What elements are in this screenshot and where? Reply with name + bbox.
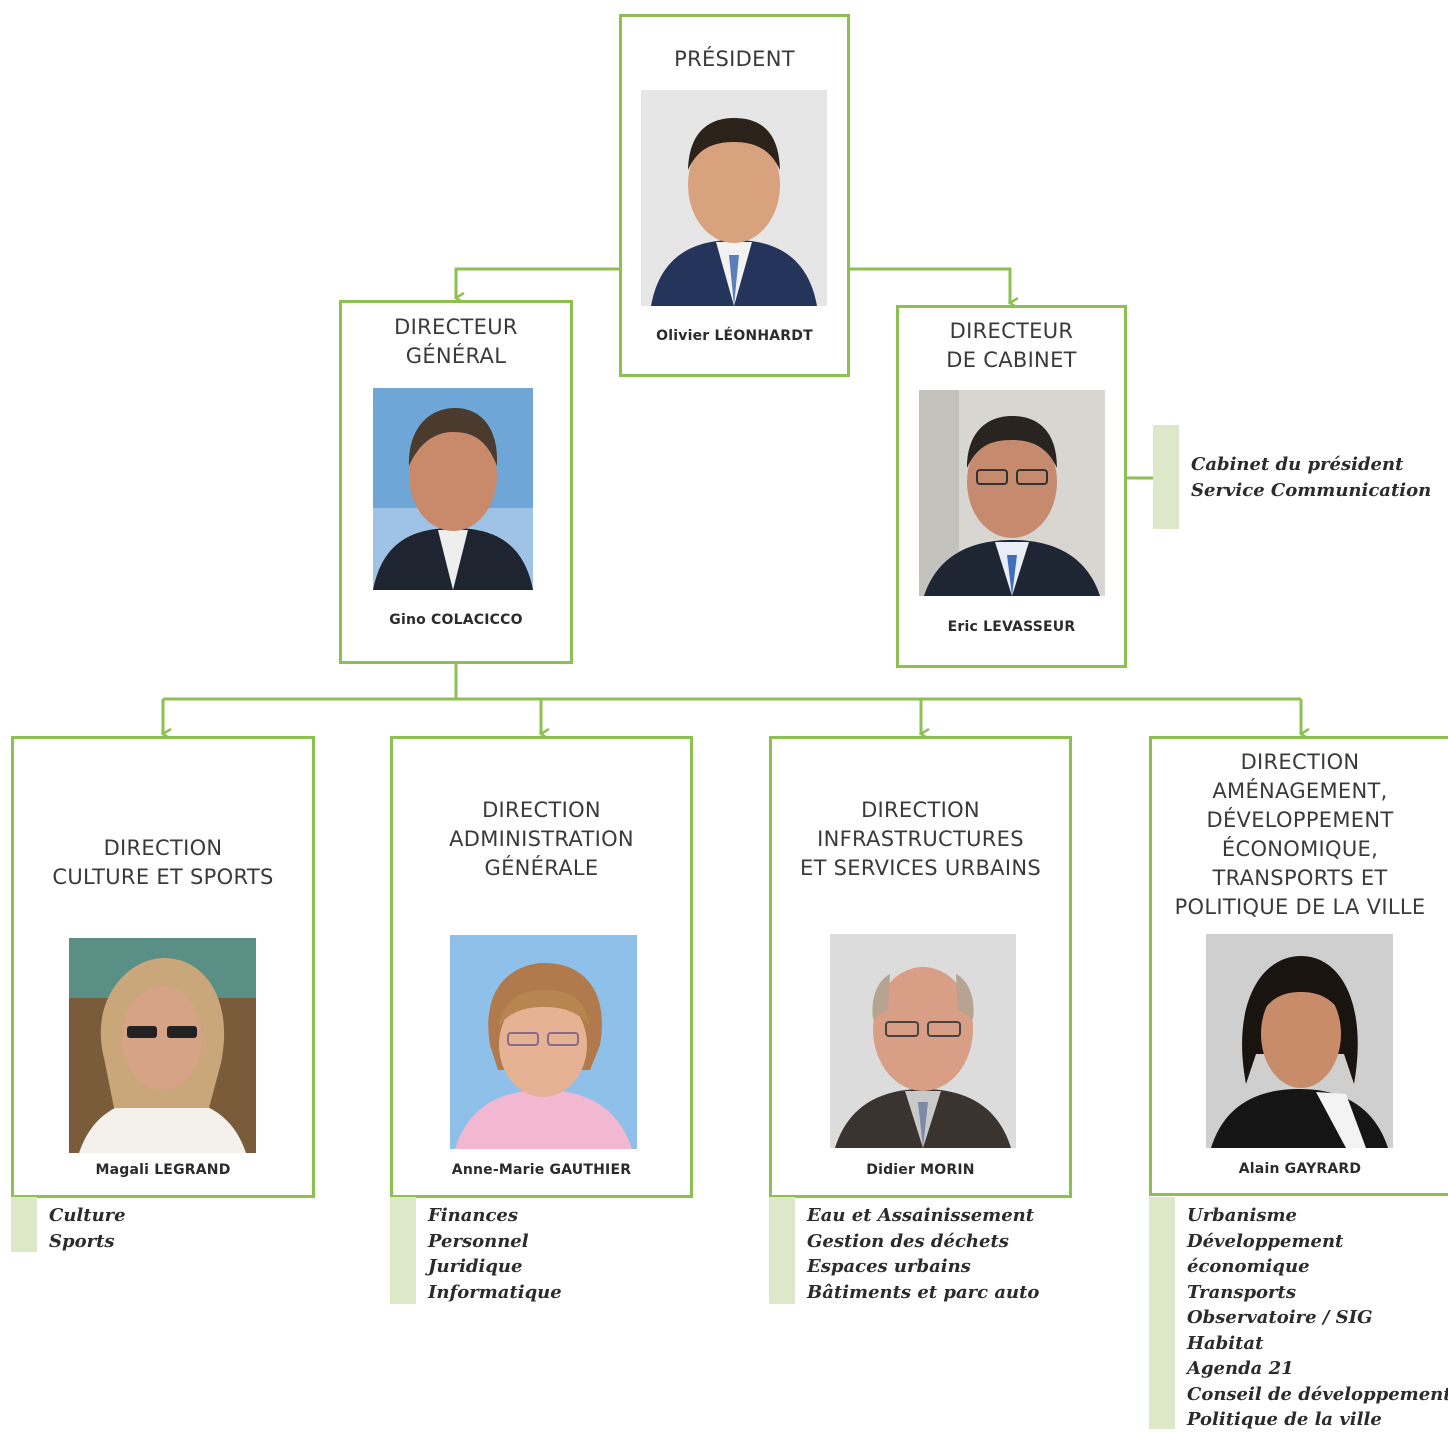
service-item: Transports	[1187, 1281, 1296, 1303]
connector-president-dg	[456, 267, 620, 298]
service-item: Développement	[1187, 1230, 1344, 1252]
directeur-general-name: Gino COLACICCO	[389, 612, 523, 628]
service-item: Cabinet du président	[1191, 454, 1404, 475]
direction-culture-sports-box: DIRECTION CULTURE ET SPORTS Magali LEGRA…	[11, 736, 315, 1198]
direction-amenagement-portrait-photo	[1206, 934, 1393, 1148]
service-item: économique	[1187, 1256, 1310, 1277]
directeur-general-portrait-photo	[373, 388, 533, 590]
direction-infrastructures-box: DIRECTION INFRASTRUCTURES ET SERVICES UR…	[769, 736, 1072, 1198]
direction-administration-title: DIRECTION ADMINISTRATION GÉNÉRALE	[449, 798, 634, 880]
directeur-cabinet-name: Eric LEVASSEUR	[947, 619, 1076, 635]
directeur-general-box: DIRECTEUR GÉNÉRAL Gino COLACICCO	[339, 300, 573, 664]
culture-sports-services-list: Culture Sports	[11, 1197, 211, 1252]
directeur-cabinet-portrait-photo	[919, 390, 1105, 596]
service-item: Culture	[49, 1205, 126, 1226]
service-item: Politique de la ville	[1187, 1409, 1382, 1430]
service-item: Agenda 21	[1187, 1358, 1294, 1379]
president-portrait-photo	[641, 90, 827, 306]
direction-culture-sports-name: Magali LEGRAND	[95, 1162, 231, 1178]
service-item: Bâtiments et parc auto	[807, 1281, 1040, 1303]
direction-culture-sports-portrait-photo	[69, 938, 256, 1153]
service-item: Sports	[49, 1230, 115, 1252]
direction-administration-name: Anne-Marie GAUTHIER	[451, 1162, 632, 1178]
direction-administration-box: DIRECTION ADMINISTRATION GÉNÉRALE Anne-M…	[390, 736, 693, 1198]
amenagement-services-list: Urbanisme Développement économique Trans…	[1149, 1197, 1448, 1430]
service-item: Urbanisme	[1187, 1205, 1297, 1226]
president-name: Olivier LÉONHARDT	[656, 328, 813, 344]
service-item: Eau et Assainissement	[807, 1205, 1035, 1226]
direction-amenagement-box: DIRECTION AMÉNAGEMENT, DÉVELOPPEMENT ÉCO…	[1149, 736, 1448, 1196]
service-item: Finances	[428, 1205, 518, 1226]
service-bar	[769, 1197, 795, 1304]
service-item: Personnel	[428, 1230, 529, 1252]
president-box: PRÉSIDENT Olivier LÉONHARDT	[619, 14, 850, 377]
direction-infrastructures-name: Didier MORIN	[866, 1162, 975, 1178]
service-bar	[1149, 1197, 1175, 1429]
service-item: Habitat	[1187, 1332, 1264, 1354]
administration-services-list: Finances Personnel Juridique Informatiqu…	[390, 1197, 640, 1304]
service-item: Service Communication	[1191, 479, 1432, 501]
service-item: Gestion des déchets	[807, 1230, 1009, 1252]
direction-amenagement-name: Alain GAYRARD	[1238, 1161, 1362, 1177]
direction-culture-sports-title: DIRECTION CULTURE ET SPORTS	[52, 836, 274, 889]
direction-administration-portrait-photo	[450, 935, 637, 1149]
service-bar	[1153, 425, 1179, 529]
infrastructures-services-list: Eau et Assainissement Gestion des déchet…	[769, 1197, 1059, 1304]
service-item: Conseil de développement	[1187, 1383, 1448, 1405]
cabinet-services-list: Cabinet du président Service Communicati…	[1153, 425, 1445, 529]
service-item: Informatique	[428, 1281, 562, 1303]
service-item: Juridique	[428, 1256, 523, 1277]
service-bar	[390, 1197, 416, 1304]
service-item: Espaces urbains	[807, 1256, 971, 1277]
direction-infrastructures-portrait-photo	[830, 934, 1016, 1148]
directeur-cabinet-box: DIRECTEUR DE CABINET Eric LEVASSEUR	[896, 305, 1127, 668]
service-bar	[11, 1197, 37, 1252]
direction-infrastructures-title: DIRECTION INFRASTRUCTURES ET SERVICES UR…	[800, 798, 1041, 880]
connector-president-cabinet	[848, 267, 1010, 303]
president-title: PRÉSIDENT	[674, 47, 795, 71]
directeur-cabinet-title: DIRECTEUR DE CABINET	[946, 319, 1077, 372]
service-item: Observatoire / SIG	[1187, 1307, 1373, 1328]
direction-amenagement-title: DIRECTION AMÉNAGEMENT, DÉVELOPPEMENT ÉCO…	[1174, 750, 1426, 919]
directeur-general-title: DIRECTEUR GÉNÉRAL	[394, 315, 518, 368]
